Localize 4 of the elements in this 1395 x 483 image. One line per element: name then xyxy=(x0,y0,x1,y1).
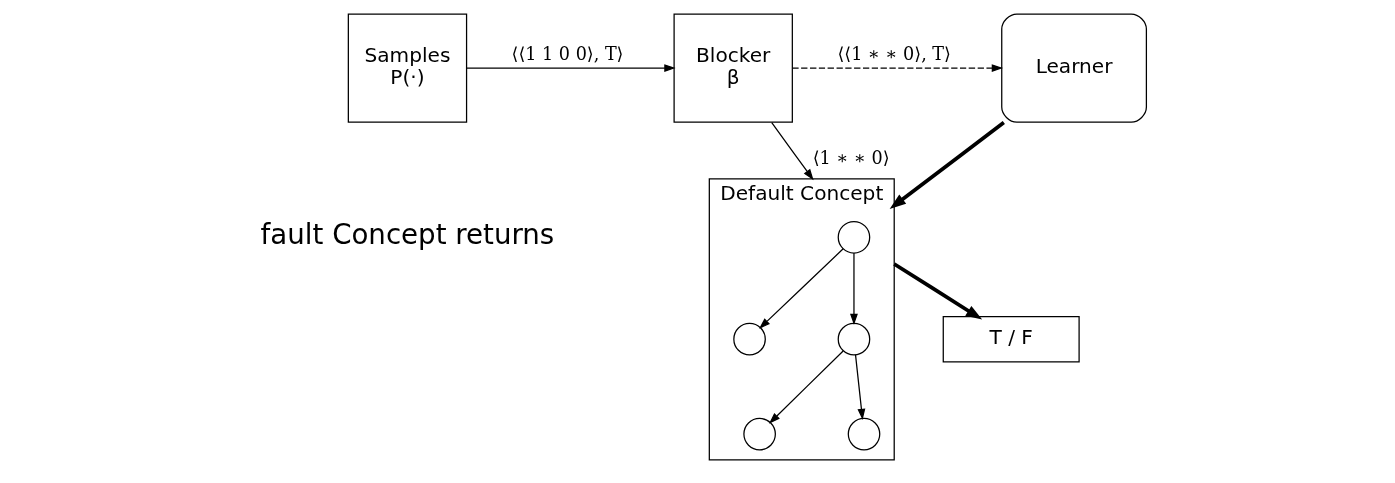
edge-label: ⟨1 ∗ ∗ 0⟩ xyxy=(812,147,890,168)
edge-label: ⟨⟨1 1 0 0⟩, T⟩ xyxy=(511,43,624,64)
label: fault Concept returns xyxy=(260,217,554,251)
edge-label: ⟨⟨1 ∗ ∗ 0⟩, T⟩ xyxy=(836,43,951,64)
